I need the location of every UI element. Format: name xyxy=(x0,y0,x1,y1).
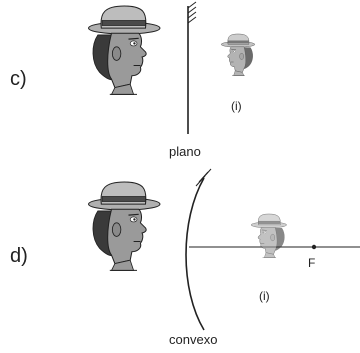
plane-mirror xyxy=(187,1,197,134)
image-label-d: (i) xyxy=(259,289,270,303)
mirror-label-plano: plano xyxy=(169,144,201,159)
object-head-c xyxy=(87,5,161,95)
convex-mirror xyxy=(185,168,212,331)
focus-point xyxy=(311,244,317,250)
mirror-label-convexo: convexo xyxy=(169,332,218,347)
focus-label: F xyxy=(308,256,316,270)
object-head-d xyxy=(87,181,161,271)
image-label-c: (i) xyxy=(231,99,242,113)
case-label-c: c) xyxy=(10,68,27,90)
image-head-c xyxy=(221,34,255,76)
case-label-d: d) xyxy=(10,245,28,267)
image-head-d xyxy=(251,214,286,258)
